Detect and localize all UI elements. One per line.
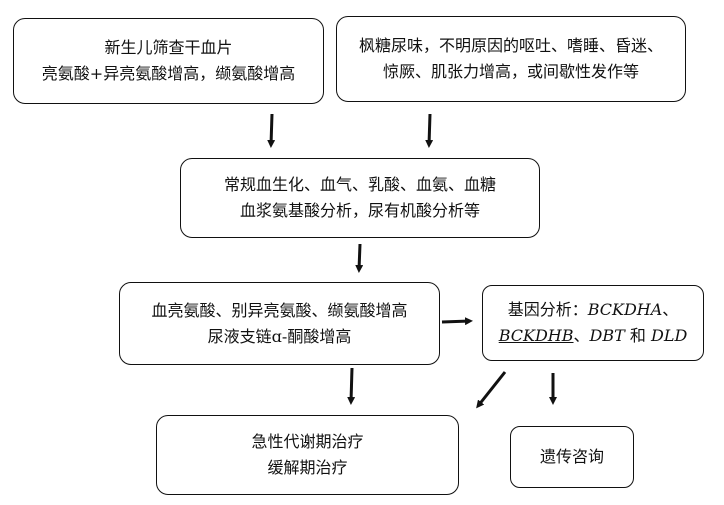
- gene-analysis-line-2: BCKDHB、DBT 和 DLD: [499, 323, 688, 349]
- gene-separator-2: 、: [573, 326, 590, 345]
- clinical-symptoms-box: 枫糖尿味，不明原因的呕吐、嗜睡、昏迷、 惊厥、肌张力增高，或间歇性发作等: [336, 16, 686, 102]
- newborn-screening-title: 新生儿筛查干血片: [104, 38, 233, 57]
- arrow-screening-to-tests: [267, 113, 276, 148]
- treatment-line-2: 缓解期治疗: [267, 458, 348, 477]
- amino-acid-results-line-2: 尿液支链ɑ-酮酸增高: [207, 326, 352, 346]
- routine-tests-line-2: 血浆氨基酸分析，尿有机酸分析等: [239, 201, 480, 220]
- genetic-counseling-box: 遗传咨询: [510, 426, 634, 488]
- clinical-symptoms-line-2: 惊厥、肌张力增高，或间歇性发作等: [382, 62, 639, 81]
- arrow-results-to-treatment: [347, 367, 356, 405]
- clinical-symptoms-line-1: 枫糖尿味，不明原因的呕吐、嗜睡、昏迷、: [358, 36, 663, 55]
- routine-tests-line-1: 常规血生化、血气、乳酸、血氨、血糖: [223, 175, 496, 194]
- newborn-screening-finding: 亮氨酸+异亮氨酸增高，缬氨酸增高: [41, 64, 296, 83]
- arrow-gene-to-treatment: [476, 371, 507, 409]
- treatment-box: 急性代谢期治疗 缓解期治疗: [156, 415, 459, 495]
- newborn-screening-box: 新生儿筛查干血片 亮氨酸+异亮氨酸增高，缬氨酸增高: [13, 18, 324, 104]
- gene-separator-1: 、: [662, 300, 679, 319]
- gene-bckdha: BCKDHA: [587, 300, 663, 319]
- gene-analysis-line-1: 基因分析：BCKDHA、: [508, 297, 679, 323]
- gene-and-text: 和: [624, 326, 651, 345]
- genetic-counseling-label: 遗传咨询: [539, 447, 604, 466]
- gene-analysis-box: 基因分析：BCKDHA、 BCKDHB、DBT 和 DLD: [482, 285, 704, 361]
- treatment-line-1: 急性代谢期治疗: [251, 432, 364, 451]
- arrow-tests-to-results: [355, 243, 364, 273]
- arrow-results-to-gene: [441, 317, 473, 326]
- amino-acid-results-line-1: 血亮氨酸、别异亮氨酸、缬氨酸增高: [151, 300, 408, 320]
- arrow-symptoms-to-tests: [425, 113, 434, 148]
- gene-bckdhb: BCKDHB: [498, 326, 574, 345]
- gene-analysis-prefix: 基因分析：: [507, 300, 588, 319]
- gene-dbt: DBT: [589, 326, 625, 345]
- amino-acid-results-box: 血亮氨酸、别异亮氨酸、缬氨酸增高 尿液支链ɑ-酮酸增高: [119, 282, 440, 365]
- gene-dld: DLD: [650, 326, 688, 345]
- routine-tests-box: 常规血生化、血气、乳酸、血氨、血糖 血浆氨基酸分析，尿有机酸分析等: [180, 158, 540, 238]
